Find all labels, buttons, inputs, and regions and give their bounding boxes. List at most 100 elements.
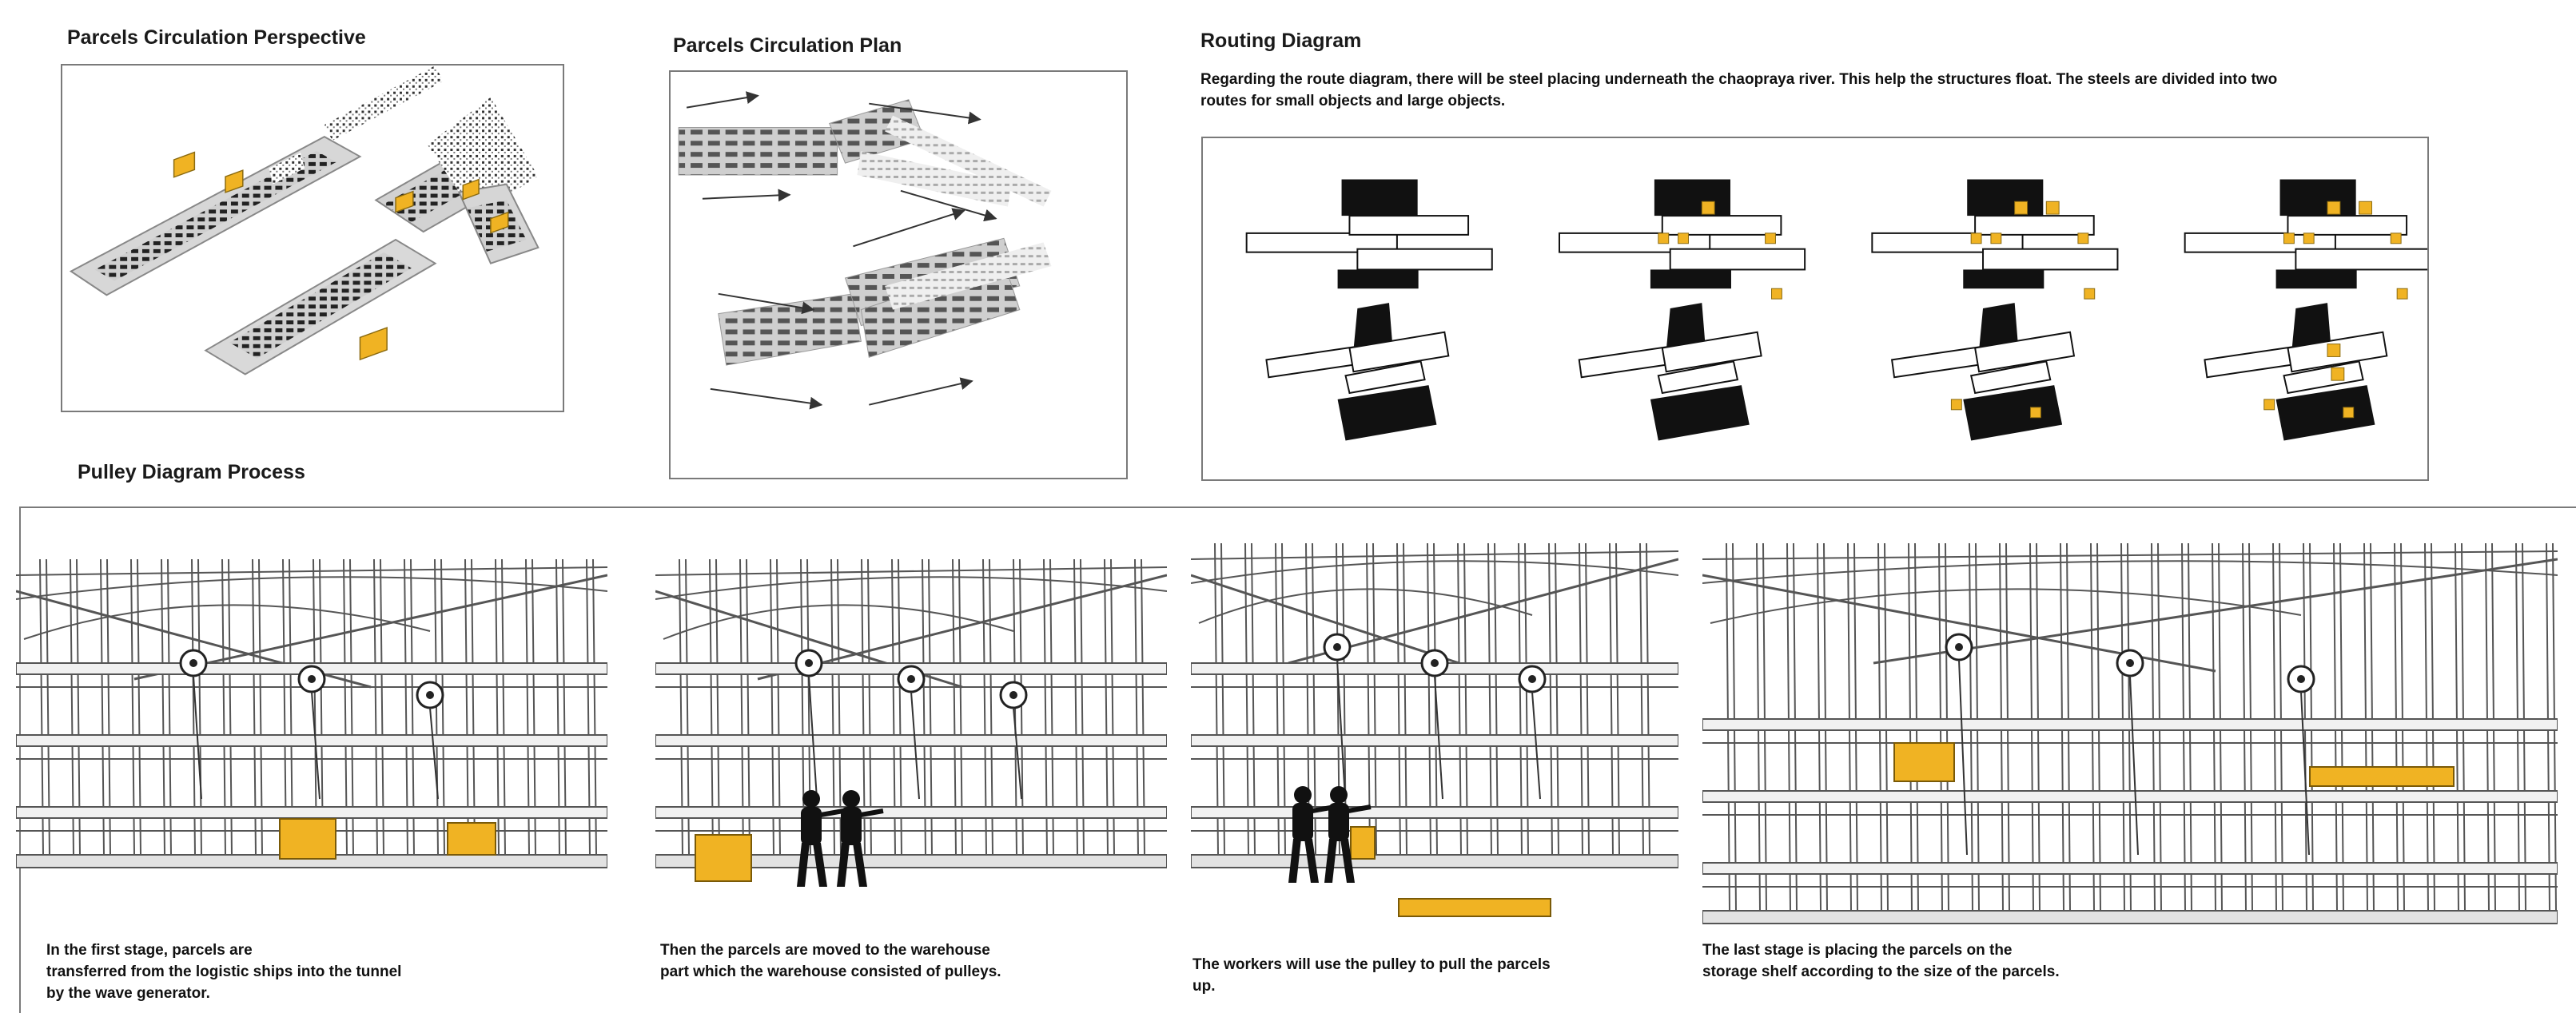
steel-block [1963,269,2044,289]
stage-4-caption-line: storage shelf according to the size of t… [1702,963,2060,980]
stage-1-caption-line: by the wave generator. [46,985,210,1002]
steel-block [1650,269,1731,289]
route-arm [1969,360,2052,395]
routing-stage-1 [1245,179,1493,441]
small-parcel [1970,232,1982,244]
steel-block [2279,179,2356,217]
large-parcel [1701,201,1715,215]
plan-frame [669,70,1128,479]
small-parcel [2343,407,2355,419]
pulley-hub [1333,643,1341,651]
small-parcel [2084,288,2096,300]
worker-silhouette [797,790,844,887]
small-parcel [1765,232,1776,244]
plan-illustration [678,91,1052,410]
route-arm [1344,360,1426,395]
pulley-hub [308,675,316,683]
stage-3-caption: The workers will use the pulley to pull … [1192,954,1551,997]
parcel-box [279,818,336,860]
route-arm [2184,232,2336,253]
small-parcel [2303,232,2315,244]
pulley-stage-4-illustration [1702,527,2558,975]
pulley-stage-3-illustration [1191,527,1678,919]
pulley-hub [1528,675,1536,683]
routing-frame [1201,137,2429,481]
small-parcel [1990,232,2002,244]
stage-4-caption: The last stage is placing the parcels on… [1702,940,2060,983]
worker-silhouette [1324,786,1372,883]
flow-arrows [686,91,997,410]
steel-block [1654,179,1730,217]
small-parcel [2077,232,2089,244]
large-parcel [2327,344,2341,357]
steel-block [2275,385,2375,441]
parcel-box [1893,742,1955,782]
route-arm [1559,232,1711,253]
route-arm [1356,248,1493,271]
small-parcel [1950,399,1962,411]
pulley-hub [189,659,197,667]
steel-block [2291,303,2331,352]
stage-2-caption-line: Then the parcels are moved to the wareho… [660,942,990,959]
small-parcel [1678,232,1689,244]
stage-2-caption-line: part which the warehouse consisted of pu… [660,963,1001,980]
small-parcel [1658,232,1670,244]
stage-1-caption-line: transferred from the logistic ships into… [46,963,402,980]
pulley-hub [805,659,813,667]
parcel-box [1350,826,1376,860]
pulley-hub [907,675,915,683]
steel-block [1979,303,2019,352]
large-parcel [2327,201,2341,215]
pulley-stage-1-drawing [16,558,607,868]
stage-4-caption-line: The last stage is placing the parcels on… [1702,942,2013,959]
perspective-title: Parcels Circulation Perspective [67,26,366,49]
perspective-frame [61,64,564,412]
stage-2-caption: Then the parcels are moved to the wareho… [660,940,1001,983]
pulley-hub [1431,659,1439,667]
stage-1-caption: In the first stage, parcels are transfer… [46,940,401,1004]
steel-block [1963,385,2063,441]
steel-block [1650,385,1750,441]
route-arm [1348,331,1450,373]
route-arm [1661,215,1782,236]
route-arm [2295,248,2427,271]
steel-block [1341,179,1418,217]
route-arm [1657,360,1739,395]
routing-stage-2 [1559,179,1806,441]
steel-block [1967,179,2044,217]
route-arm [2287,215,2408,236]
route-arm [1669,248,1806,271]
perspective-illustration [69,66,539,375]
small-parcel [2029,407,2041,419]
routing-diagrams [1245,179,2427,441]
routing-description-line-2: routes for small objects and large objec… [1200,93,1506,109]
worker-silhouette [1288,786,1336,883]
routing-stage-4 [2184,179,2427,441]
steel-block [1337,385,1437,441]
pulley-title: Pulley Diagram Process [78,461,305,483]
steel-block [1353,303,1393,352]
plan-title: Parcels Circulation Plan [673,34,902,57]
routing-title: Routing Diagram [1200,30,1362,52]
route-arm [1348,215,1470,236]
stage-3-caption-line: The workers will use the pulley to pull … [1192,956,1551,973]
stage-3-caption-line: up. [1192,978,1216,995]
steel-block [1666,303,1706,352]
parcel-box [447,822,496,856]
small-parcel [2263,399,2275,411]
parcel-box [695,834,752,882]
routing-stage-3 [1871,179,2119,441]
small-parcel [2396,288,2408,300]
pulley-stage-2-illustration [655,543,1167,919]
route-arm [1245,232,1398,253]
route-arm [1973,331,2076,373]
route-arm [1871,232,2024,253]
route-arm [1661,331,1762,373]
pulley-hub [2126,659,2134,667]
routing-description-line-1: Regarding the route diagram, there will … [1200,71,2278,88]
large-parcel [2359,201,2372,215]
route-arm [1974,215,2095,236]
pulley-stage-1-illustration [16,543,607,919]
worker-silhouette [837,790,884,887]
parcel-box [2309,766,2455,787]
